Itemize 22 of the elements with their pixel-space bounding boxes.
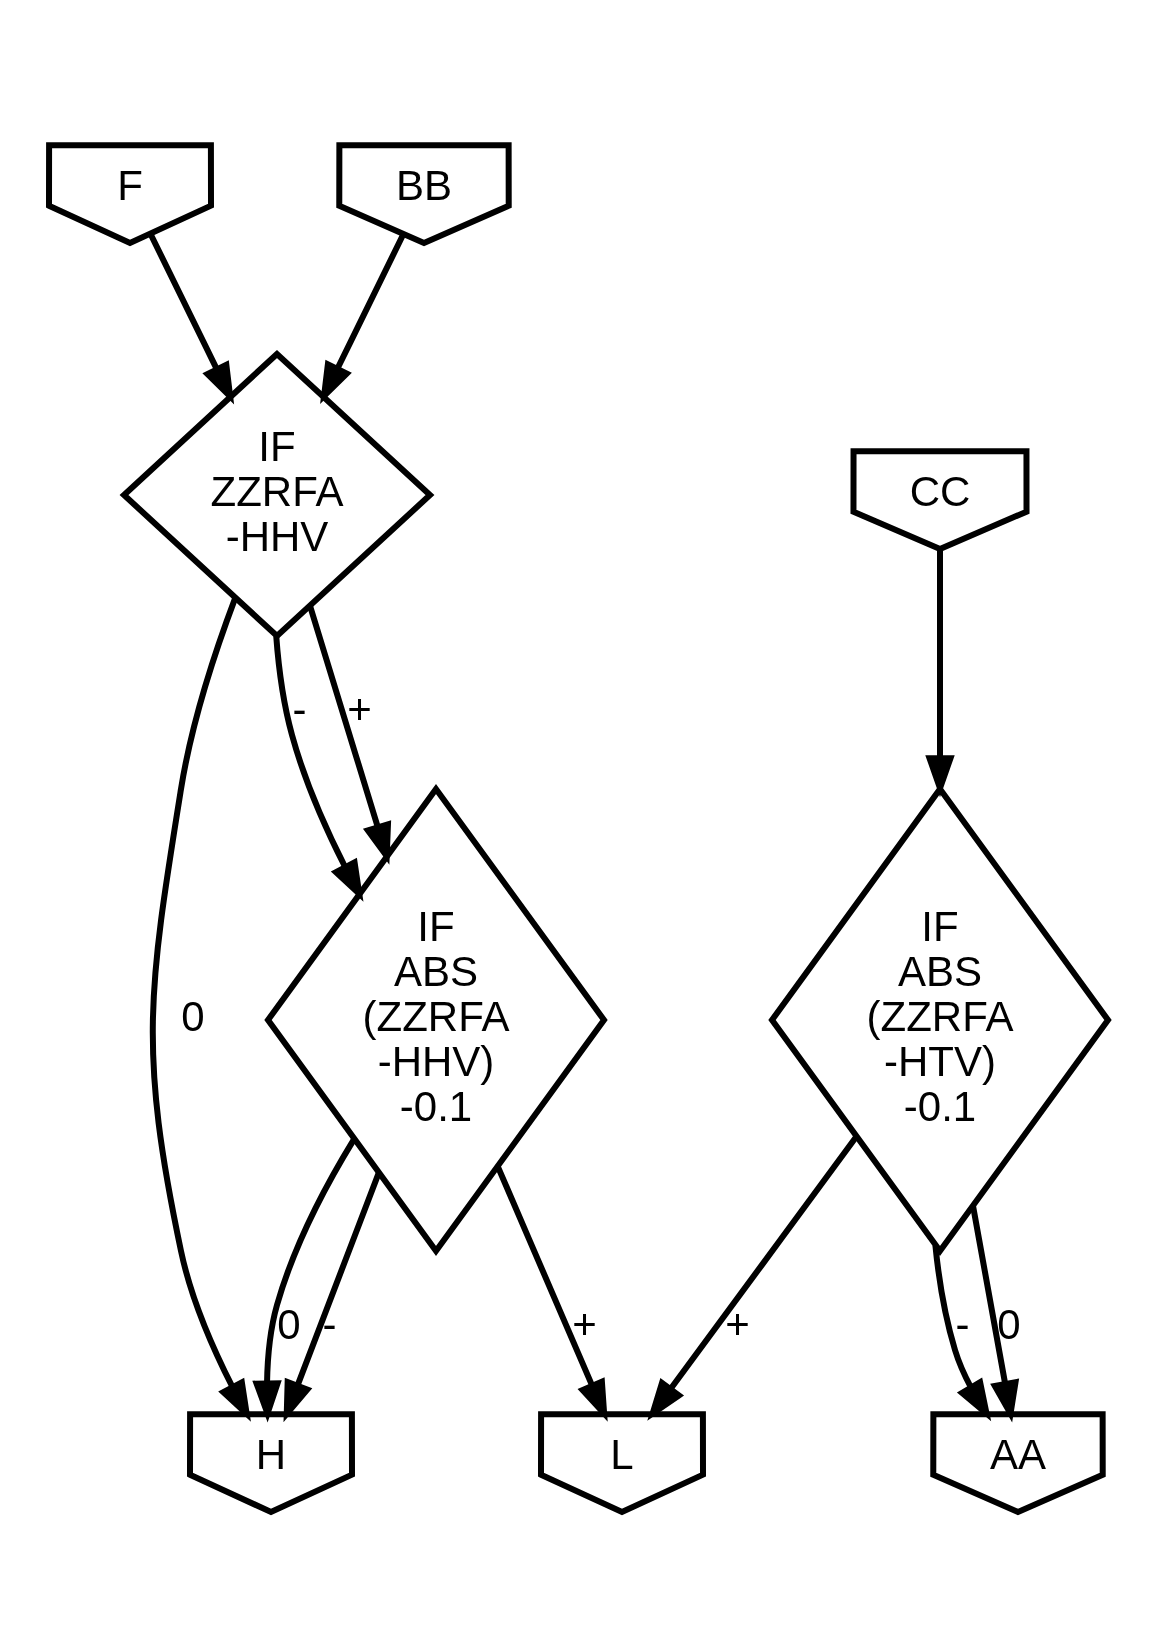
node-diamond: IF ABS (ZZRFA -HHV) -0.1 [264,783,608,1256]
edge-label: - [292,685,307,733]
edge-label: + [347,685,372,733]
edge-label: 0 [997,1300,1021,1348]
edge-label: 0 [277,1300,301,1348]
arrow [932,1244,992,1421]
arrow [925,549,955,797]
edge-label: - [955,1300,970,1348]
edge-label: + [572,1300,597,1348]
arrow [647,1134,859,1421]
arrow [273,635,364,902]
edge-label: + [725,1300,750,1348]
arrow [495,1165,608,1422]
arrow [283,1171,382,1422]
arrow [320,233,406,404]
arrow [252,1137,357,1423]
node-diamond: IF ZZRFA -HHV [119,349,435,640]
arrow [149,596,251,1422]
arrow [307,605,392,865]
edge-label: - [322,1300,337,1348]
arrow [970,1205,1020,1422]
edge-label: 0 [181,992,205,1040]
